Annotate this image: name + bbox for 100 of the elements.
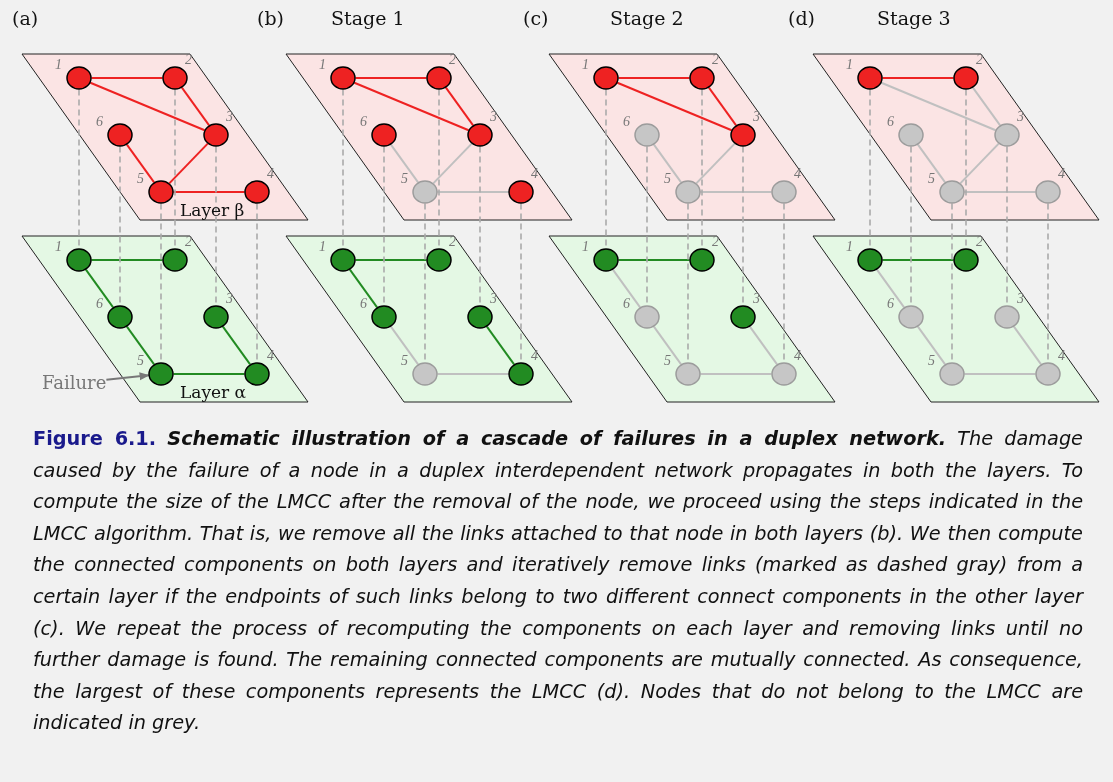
node-number: 3	[1017, 292, 1024, 306]
network-node	[593, 248, 619, 272]
network-link	[881, 259, 955, 261]
node-number: 4	[531, 167, 538, 181]
node-number: 1	[55, 58, 62, 72]
layer-plane	[286, 54, 572, 220]
network-node	[203, 123, 229, 147]
node-number: 4	[1058, 167, 1065, 181]
network-link	[180, 86, 211, 127]
stage-title: Stage 3	[877, 6, 951, 30]
network-node	[857, 248, 883, 272]
network-node	[730, 123, 756, 147]
network-node	[953, 248, 979, 272]
node-number: 2	[449, 235, 456, 249]
network-link	[90, 259, 164, 261]
network-link	[695, 142, 736, 185]
network-node	[107, 123, 133, 147]
network-node	[467, 123, 493, 147]
network-link	[916, 325, 947, 366]
panel-letter: (c)	[523, 6, 549, 30]
node-number: 4	[267, 349, 274, 363]
network-link	[611, 268, 642, 309]
network-link	[125, 143, 156, 184]
network-node	[675, 180, 701, 204]
node-number: 5	[664, 172, 671, 186]
network-node	[939, 180, 965, 204]
network-link	[432, 142, 473, 185]
network-link	[221, 325, 252, 366]
network-link	[617, 259, 691, 261]
layer-plane	[813, 54, 1099, 220]
node-number: 2	[712, 53, 719, 67]
network-node	[953, 66, 979, 90]
node-number: 6	[96, 297, 103, 311]
node-number: 1	[582, 58, 589, 72]
network-node	[994, 305, 1020, 329]
network-node	[371, 123, 397, 147]
layer-label: Layer α	[180, 383, 247, 402]
layer-plane	[22, 54, 308, 220]
node-number: 5	[928, 172, 935, 186]
node-number: 3	[1017, 110, 1024, 124]
node-number: 5	[664, 354, 671, 368]
node-number: 6	[96, 115, 103, 129]
network-link	[880, 81, 997, 132]
node-number: 4	[794, 349, 801, 363]
network-link	[354, 259, 428, 261]
node-number: 5	[928, 354, 935, 368]
node-number: 5	[137, 354, 144, 368]
network-link	[916, 143, 947, 184]
node-number: 2	[976, 53, 983, 67]
node-number: 3	[226, 292, 233, 306]
network-node	[1035, 180, 1061, 204]
node-number: 6	[360, 115, 367, 129]
node-number: 6	[623, 297, 630, 311]
node-number: 1	[55, 240, 62, 254]
network-link	[172, 373, 246, 375]
network-node	[426, 248, 452, 272]
network-node	[162, 66, 188, 90]
network-node	[162, 248, 188, 272]
network-node	[508, 180, 534, 204]
network-link	[348, 268, 379, 309]
network-node	[426, 66, 452, 90]
network-node	[939, 362, 965, 386]
network-link	[485, 325, 516, 366]
node-number: 6	[887, 297, 894, 311]
node-number: 3	[753, 110, 760, 124]
layer-plane	[549, 54, 835, 220]
network-node	[771, 362, 797, 386]
network-node	[66, 248, 92, 272]
network-node	[203, 305, 229, 329]
node-number: 1	[846, 58, 853, 72]
network-node	[412, 180, 438, 204]
network-link	[84, 268, 115, 309]
network-link	[707, 86, 738, 127]
node-number: 3	[490, 292, 497, 306]
network-link	[168, 142, 209, 185]
network-node	[689, 248, 715, 272]
node-number: 1	[582, 240, 589, 254]
network-node	[508, 362, 534, 386]
node-number: 2	[449, 53, 456, 67]
failure-label: Failure	[42, 372, 107, 394]
node-number: 6	[623, 115, 630, 129]
node-number: 2	[976, 235, 983, 249]
layer-label: Layer β	[180, 201, 245, 220]
node-number: 4	[794, 167, 801, 181]
node-number: 5	[401, 172, 408, 186]
network-node	[857, 66, 883, 90]
network-node	[244, 180, 270, 204]
network-node	[66, 66, 92, 90]
network-link	[616, 81, 733, 132]
network-link	[875, 268, 906, 309]
node-number: 4	[531, 349, 538, 363]
network-node	[148, 362, 174, 386]
network-link	[436, 373, 510, 375]
network-link	[963, 373, 1037, 375]
network-node	[898, 305, 924, 329]
network-node	[330, 66, 356, 90]
network-node	[148, 180, 174, 204]
network-link	[699, 373, 773, 375]
network-node	[675, 362, 701, 386]
network-node	[107, 305, 133, 329]
